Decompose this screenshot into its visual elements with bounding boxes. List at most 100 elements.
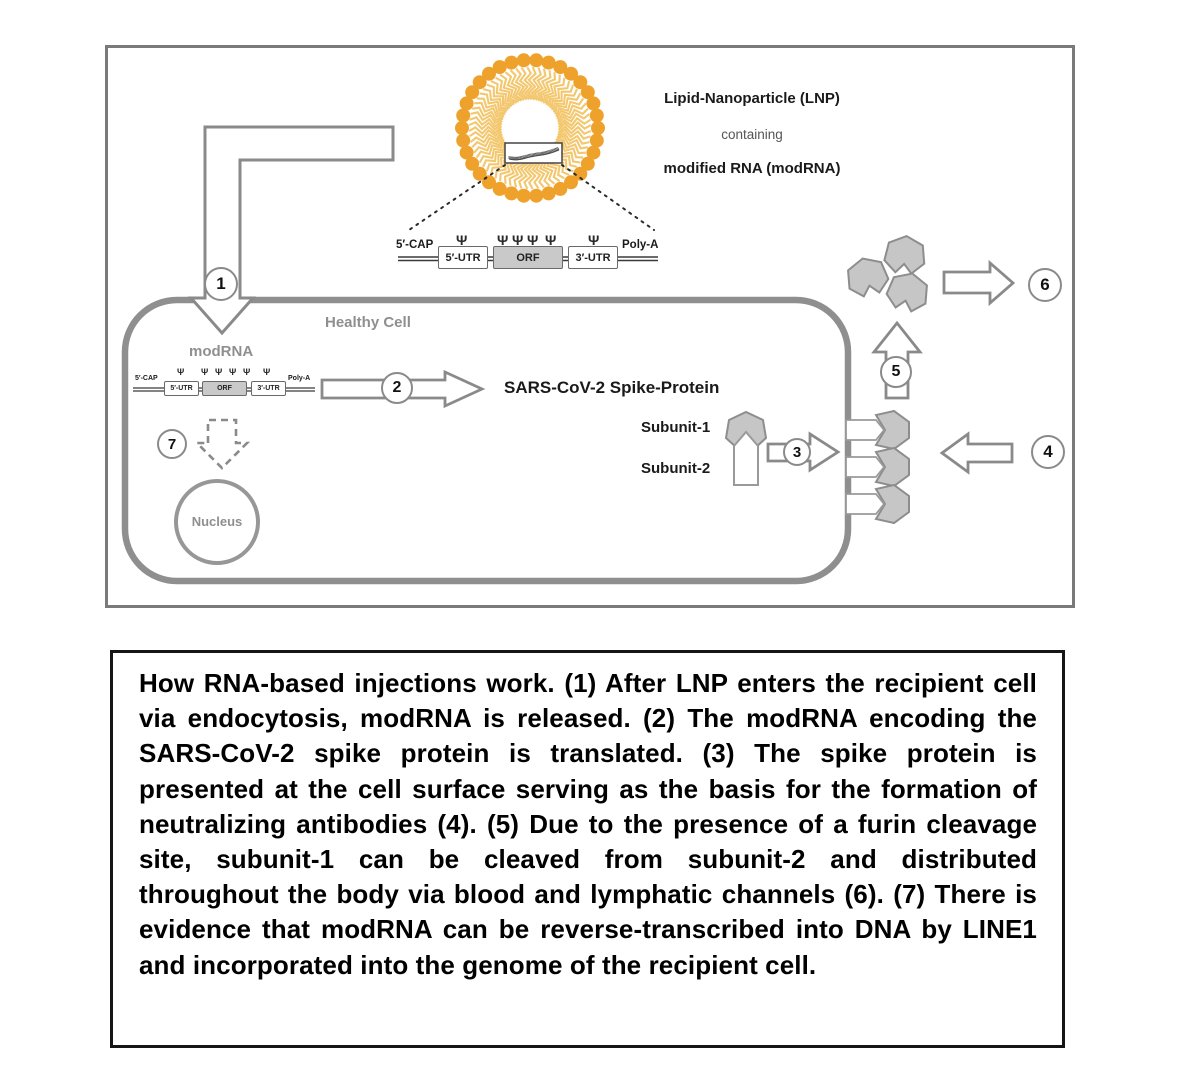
psi-symbol: Ψ <box>215 367 223 377</box>
lipid-tail-icon <box>468 125 503 135</box>
lipid-tail-icon <box>495 76 517 104</box>
subunit2-label: Subunit-2 <box>641 460 711 477</box>
nucleus-circle <box>174 479 260 565</box>
lipid-tail-icon <box>523 66 533 101</box>
psi-symbol: Ψ <box>229 367 237 377</box>
arrow-1-injection <box>187 125 395 336</box>
lipid-tail-icon <box>514 67 528 101</box>
lipid-head-icon <box>541 186 556 201</box>
lipid-tail-icon <box>518 67 530 101</box>
membrane-spike <box>845 409 910 451</box>
lipid-head-icon <box>455 121 469 135</box>
lipid-head-icon <box>541 55 556 70</box>
membrane-spike <box>845 446 910 488</box>
psi-symbol: Ψ <box>588 232 600 248</box>
lipid-tail-icon <box>473 136 504 154</box>
lnp-core-box <box>504 142 563 164</box>
lipid-tail-icon <box>468 120 503 131</box>
lipid-tail-icon <box>557 116 591 128</box>
lipid-head-icon <box>589 133 604 148</box>
lipid-tail-icon <box>469 116 503 128</box>
lipid-head-icon <box>529 188 544 203</box>
lipid-tail-icon <box>509 69 525 101</box>
lipid-tail-icon <box>490 80 515 106</box>
lipid-tail-icon <box>499 73 520 103</box>
lipid-tail-icon <box>476 97 507 116</box>
lipid-tail-icon <box>552 88 578 113</box>
membrane-spike <box>845 483 910 525</box>
lipid-tail-icon <box>479 92 509 113</box>
cap-label-small: 5′-CAP <box>135 375 158 382</box>
psi-symbol: Ψ <box>243 367 251 377</box>
orf-box: ORF <box>493 246 563 269</box>
lipid-head-icon <box>580 156 595 171</box>
lipid-head-icon <box>564 66 578 81</box>
lipid-tail-icon <box>471 106 505 122</box>
figure-caption: How RNA-based injections work. (1) After… <box>139 668 1037 980</box>
dashed-arrow-7-reverse-transcription-icon <box>193 418 251 470</box>
lipid-head-icon <box>573 166 588 181</box>
lipid-head-icon <box>459 145 474 160</box>
step-2-badge: 2 <box>381 372 413 404</box>
lipid-head-icon <box>589 108 604 123</box>
lipid-head-icon <box>516 53 531 68</box>
step-6-badge: 6 <box>1028 268 1062 302</box>
lipid-tail-icon <box>557 125 592 136</box>
lipid-tail-icon <box>482 88 511 110</box>
caption-box: How RNA-based injections work. (1) After… <box>110 650 1065 1048</box>
lnp-title: Lipid-Nanoparticle (LNP) <box>664 90 840 107</box>
cleaved-subunit1 <box>847 257 890 298</box>
mrna-squiggle-icon <box>508 147 560 161</box>
lnp-subtitle: containing <box>721 127 783 142</box>
lipid-head-icon <box>586 96 601 111</box>
nucleus-label: Nucleus <box>191 514 243 529</box>
lipid-head-icon <box>492 60 507 75</box>
utr3-box-small: 3′-UTR <box>251 381 286 396</box>
lipid-head-icon <box>573 75 588 90</box>
lipid-head-icon <box>504 55 519 70</box>
lipid-tail-icon <box>539 72 556 104</box>
lipid-tail-icon <box>548 80 571 109</box>
step-4-badge: 4 <box>1031 435 1065 469</box>
step-7-badge: 7 <box>157 429 187 459</box>
lipid-head-icon <box>465 85 480 100</box>
lipid-tail-icon <box>536 70 552 103</box>
lipid-tail-icon <box>478 141 506 164</box>
lipid-head-icon <box>516 188 531 203</box>
lipid-tail-icon <box>469 130 503 144</box>
utr3-box: 3′-UTR <box>568 246 618 269</box>
lipid-head-icon <box>472 166 487 181</box>
lipid-tail-icon <box>526 66 537 101</box>
cleaved-subunit1 <box>883 234 926 276</box>
free-spike-stem-subunit2 <box>733 430 759 486</box>
lipid-head-icon <box>591 121 605 135</box>
lipid-head-icon <box>504 186 519 201</box>
lipid-tail-icon <box>530 67 543 101</box>
lipid-tail-icon <box>557 128 591 140</box>
lipid-tail-icon <box>475 138 505 159</box>
lipid-tail-icon <box>469 128 503 140</box>
lipid-head-icon <box>459 96 474 111</box>
cleaved-subunit1 <box>885 272 928 313</box>
lipid-head-icon <box>456 108 471 123</box>
psi-symbol: Ψ <box>527 232 539 248</box>
psi-symbol: Ψ <box>545 232 557 248</box>
lipid-head-icon <box>465 156 480 171</box>
psi-symbol: Ψ <box>512 232 524 248</box>
lipid-tail-icon <box>557 107 589 123</box>
lipid-head-icon <box>553 60 568 75</box>
psi-symbol: Ψ <box>497 232 509 248</box>
healthy-cell-label: Healthy Cell <box>325 314 411 331</box>
lipid-tail-icon <box>504 71 522 102</box>
psi-symbol: Ψ <box>263 367 271 377</box>
lipid-tail-icon <box>554 92 582 115</box>
lipid-head-icon <box>564 175 578 190</box>
lnp-lipid-ring-icon <box>455 53 605 203</box>
modrna-label: modRNA <box>189 343 254 360</box>
lipid-tail-icon <box>557 121 592 131</box>
lipid-tail-icon <box>555 97 585 118</box>
lipid-head-icon <box>492 181 507 196</box>
cap-label: 5′-CAP <box>396 239 434 251</box>
step-5-badge: 5 <box>880 356 912 388</box>
